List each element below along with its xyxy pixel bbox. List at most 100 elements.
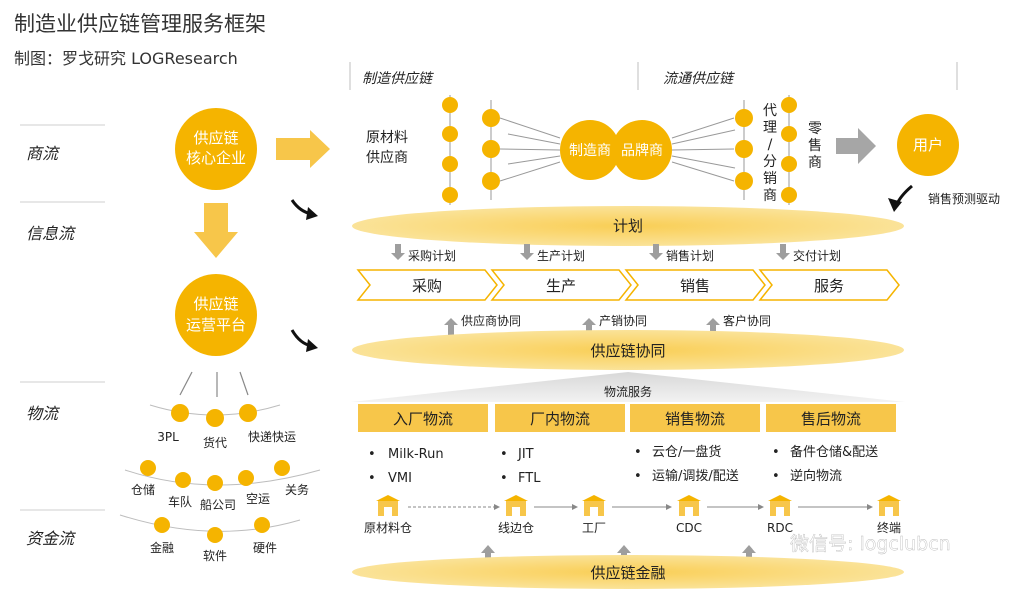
- collab-band: 供应链协同: [352, 330, 904, 370]
- svg-text:零: 零: [808, 121, 822, 137]
- svg-text:软件: 软件: [203, 549, 227, 563]
- svg-text:快递快运: 快递快运: [248, 430, 296, 444]
- retailer-label: 零 售 商: [808, 121, 822, 171]
- curved-arrow-head-3: [888, 198, 902, 212]
- warehouse-icon-raw: [376, 495, 400, 516]
- collab-items: 供应商协同 产销协同 客户协同: [444, 313, 771, 336]
- core-enterprise-label-2: 核心企业: [186, 149, 246, 167]
- provider-labels: 3PL 货代 快递快运 仓储 车队 船公司 空运 关务 金融 软件 硬件: [131, 430, 309, 563]
- svg-text:•: •: [368, 471, 376, 486]
- svg-text:理: 理: [763, 120, 777, 136]
- svg-text:•: •: [772, 445, 780, 460]
- core-to-chain-arrow: [276, 130, 330, 168]
- bullet-vmi: VMI: [388, 471, 412, 486]
- svg-text:•: •: [634, 445, 642, 460]
- svg-text:•: •: [500, 471, 508, 486]
- chevron-production: [490, 269, 632, 301]
- svg-text:销售计划: 销售计划: [666, 248, 714, 263]
- category-aftersales-label: 售后物流: [801, 410, 861, 428]
- page-title: 制造业供应链管理服务框架: [14, 12, 266, 36]
- warehouse-icon-cdc: [677, 495, 701, 516]
- category-inbound-label: 入厂物流: [393, 410, 453, 428]
- collab-label: 供应链协同: [590, 342, 665, 360]
- svg-text:客户协同: 客户协同: [723, 313, 771, 328]
- sub-plan-purchase: 采购计划: [391, 244, 456, 263]
- row-label-capital: 资金流: [26, 529, 75, 548]
- bullet-reverse: 逆向物流: [790, 468, 842, 484]
- sub-plan-production: 生产计划: [520, 244, 585, 263]
- svg-text:商: 商: [808, 155, 822, 171]
- agent-distributor-label: 代 理 / 分 销 商: [763, 103, 777, 204]
- svg-text:货代: 货代: [203, 435, 227, 450]
- ops-platform-label-2: 运营平台: [186, 316, 246, 334]
- svg-text:生产计划: 生产计划: [537, 249, 585, 263]
- wechat-watermark: 微信号: logclubcn: [751, 531, 951, 556]
- svg-text:关务: 关务: [285, 482, 309, 497]
- chevron-service: [758, 269, 900, 301]
- svg-text:船公司: 船公司: [200, 498, 236, 512]
- sub-plans: 采购计划 生产计划 销售计划 交付计划: [391, 244, 841, 263]
- warehouse-icon-terminal: [877, 495, 901, 516]
- chevron-sales: [624, 269, 766, 301]
- plan-label: 计划: [613, 217, 643, 235]
- commerce-links-left: [499, 117, 561, 182]
- curved-arrow-head-2: [306, 339, 318, 352]
- bullet-cloudwh: 云仓/一盘货: [652, 444, 721, 460]
- column-header-circulation: 流通供应链: [663, 71, 733, 87]
- raw-supplier-label-2: 供应商: [366, 149, 408, 166]
- bullet-milkrun: Milk-Run: [388, 447, 444, 462]
- node-terminal-label: 终端: [877, 520, 901, 535]
- row-separators: [20, 124, 105, 511]
- finance-label: 供应链金融: [590, 564, 665, 582]
- warehouse-nodes: [376, 495, 901, 516]
- warehouse-icon-rdc: [768, 495, 792, 516]
- stage-service: 服务: [814, 277, 844, 295]
- core-enterprise-node: 供应链 核心企业: [175, 108, 257, 190]
- stage-purchase: 采购: [412, 277, 442, 295]
- svg-text:硬件: 硬件: [253, 541, 277, 555]
- stage-production: 生产: [546, 277, 576, 295]
- brand-owner-label: 品牌商: [621, 142, 663, 159]
- svg-text:售: 售: [808, 138, 822, 154]
- column-separators: [349, 62, 958, 90]
- svg-text:交付计划: 交付计划: [793, 248, 841, 263]
- warehouse-labels: 原材料仓 线边仓 工厂 CDC RDC 终端: [364, 520, 901, 535]
- node-raw-label: 原材料仓: [364, 521, 412, 535]
- svg-text:供应商协同: 供应商协同: [461, 313, 521, 328]
- svg-text:商: 商: [763, 188, 777, 204]
- node-lineside-label: 线边仓: [498, 521, 534, 535]
- bullet-spareparts: 备件仓储&配送: [790, 444, 878, 460]
- sub-plan-sales: 销售计划: [649, 244, 714, 263]
- core-to-platform-arrow: [194, 203, 238, 258]
- category-inbound: [358, 404, 488, 432]
- manufacturer-node: 制造商: [560, 120, 620, 180]
- category-sales: [630, 404, 760, 432]
- svg-text:3PL: 3PL: [157, 430, 179, 444]
- collab-production-sales: 产销协同: [582, 313, 647, 336]
- svg-text:•: •: [634, 469, 642, 484]
- svg-text:采购计划: 采购计划: [408, 248, 456, 263]
- node-cdc-label: CDC: [676, 521, 702, 535]
- commerce-links-right: [671, 117, 736, 182]
- logistics-service-label: 物流服务: [604, 384, 652, 399]
- stage-sales: 销售: [680, 277, 710, 295]
- ops-platform-node: 供应链 运营平台: [175, 274, 257, 356]
- category-inplant-label: 厂内物流: [530, 410, 590, 428]
- to-user-arrow: [836, 128, 876, 164]
- svg-text:•: •: [772, 469, 780, 484]
- svg-text:空运: 空运: [246, 492, 270, 506]
- demand-driven-label: 销售预测驱动: [928, 191, 1000, 206]
- bullet-transport: 运输/调拨/配送: [652, 468, 739, 484]
- bullet-ftl: FTL: [518, 471, 541, 486]
- category-inplant: [495, 404, 625, 432]
- svg-text:仓储: 仓储: [131, 482, 155, 497]
- node-rdc-label: RDC: [767, 521, 793, 535]
- category-aftersales: [766, 404, 896, 432]
- finance-band: 供应链金融: [352, 555, 904, 589]
- column-header-manufacturing: 制造供应链: [362, 71, 432, 87]
- svg-text:车队: 车队: [168, 494, 192, 509]
- warehouse-flow-arrows: [408, 504, 873, 510]
- plan-band: 计划: [352, 206, 904, 246]
- core-enterprise-label-1: 供应链: [193, 129, 238, 147]
